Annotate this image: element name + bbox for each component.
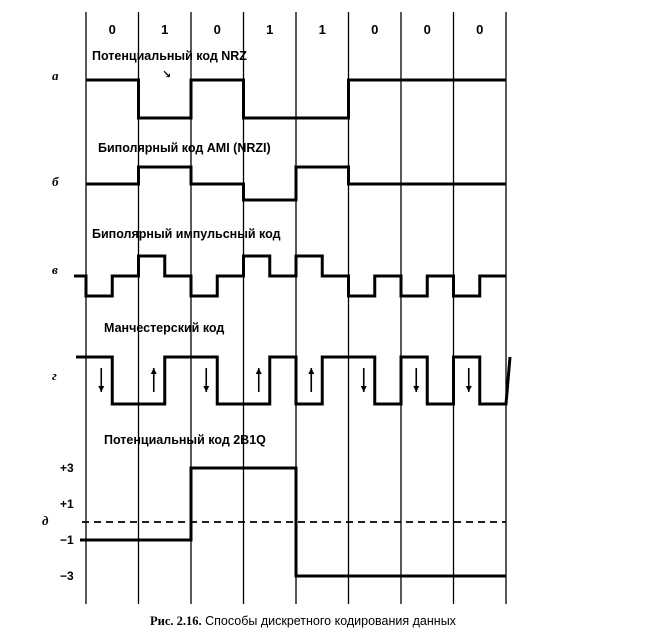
bit-label-1: 1 [161,22,168,37]
level-label-plus1: +1 [60,497,74,511]
manchester-title: Манчестерский код [104,321,224,335]
small-arrow-marker: ↘ [162,69,171,81]
bit-label-0: 0 [109,22,116,37]
bit-labels: 0 1 0 1 1 0 0 0 [109,22,484,37]
row-label-v: в [52,262,58,277]
arrow-head-7 [465,386,472,392]
caption-prefix: Рис. 2.16. [150,614,202,628]
bipolar-pulse-waveform [74,254,506,298]
arrow-head-2 [203,386,210,392]
arrow-head-0 [98,386,105,392]
bipolar-pulse-title: Биполярный импульсный код [92,227,281,241]
bit-label-7: 0 [476,22,483,37]
bit-label-5: 0 [371,22,378,37]
nrz-waveform [86,78,506,120]
bit-label-2: 0 [214,22,221,37]
nrz-title: Потенциальный код NRZ [92,49,247,63]
ami-title: Биполярный код AMI (NRZI) [98,141,271,155]
caption-text: Способы дискретного кодирования данных [201,614,456,628]
2b1q-title: Потенциальный код 2B1Q [104,433,266,447]
row-label-a: а [52,68,59,83]
level-label-plus3: +3 [60,461,74,475]
figure-caption: Рис. 2.16. Способы дискретного кодирован… [150,614,456,629]
arrow-head-4 [308,368,315,374]
bit-label-4: 1 [319,22,326,37]
arrow-head-5 [360,386,367,392]
arrow-head-6 [413,386,420,392]
signal-waveforms [74,78,512,578]
row-label-d: д [42,513,49,528]
row-label-g: г [52,368,57,383]
2b1q-waveform [80,466,506,578]
bit-label-6: 0 [424,22,431,37]
manchester-arrows [98,368,472,392]
ami-waveform [86,165,506,202]
manchester-waveform [76,355,512,406]
level-label-minus1: −1 [60,533,74,547]
level-label-minus3: −3 [60,569,74,583]
bit-label-3: 1 [266,22,273,37]
row-label-b: б [52,174,59,189]
arrow-head-1 [150,368,157,374]
arrow-head-3 [255,368,262,374]
